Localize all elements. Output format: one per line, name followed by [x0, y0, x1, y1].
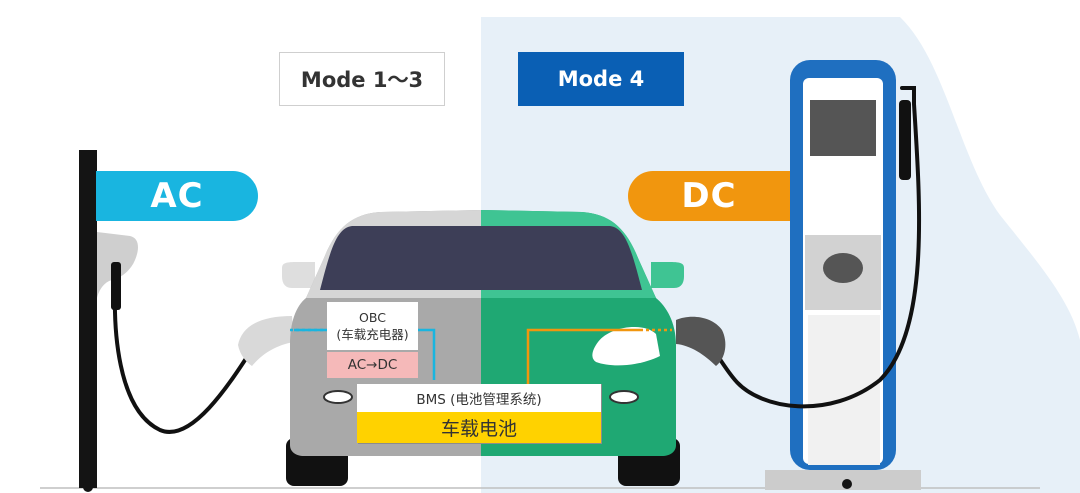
dc-charger-base [765, 470, 921, 490]
ac-dc-converter-box: AC→DC [327, 352, 418, 378]
mode-4-label: Mode 4 [518, 52, 684, 106]
ac-label: AC [96, 171, 258, 221]
obc-box: OBC (车载充电器) [327, 302, 418, 350]
dc-charger-holster [823, 253, 863, 283]
ac-charging-pole [79, 150, 97, 488]
battery-box: 车载电池 [357, 412, 601, 443]
obc-subtitle: (车载充电器) [336, 327, 409, 342]
dc-cable-grip [899, 100, 911, 180]
ac-cable-grip [111, 262, 121, 310]
ac-plug-connector [238, 316, 294, 366]
car-windshield [320, 226, 642, 290]
dc-charger-base-dot [842, 479, 852, 489]
ac-pole-base-dot [83, 482, 93, 492]
dc-charger-screen [810, 100, 876, 156]
dc-label: DC [628, 171, 790, 221]
car-fog-light-right [609, 390, 639, 404]
car-headlight-right [592, 327, 660, 366]
dc-plug-connector [676, 316, 726, 366]
dc-cable [698, 86, 922, 409]
car-fog-light-left [323, 390, 353, 404]
bms-box: BMS (电池管理系统) [357, 384, 601, 412]
obc-title: OBC [359, 310, 386, 325]
dc-power-path [526, 328, 640, 386]
car-mirror-right [651, 262, 684, 288]
mode-1-3-label: Mode 1〜3 [279, 52, 445, 106]
car-mirror-left [282, 262, 315, 288]
